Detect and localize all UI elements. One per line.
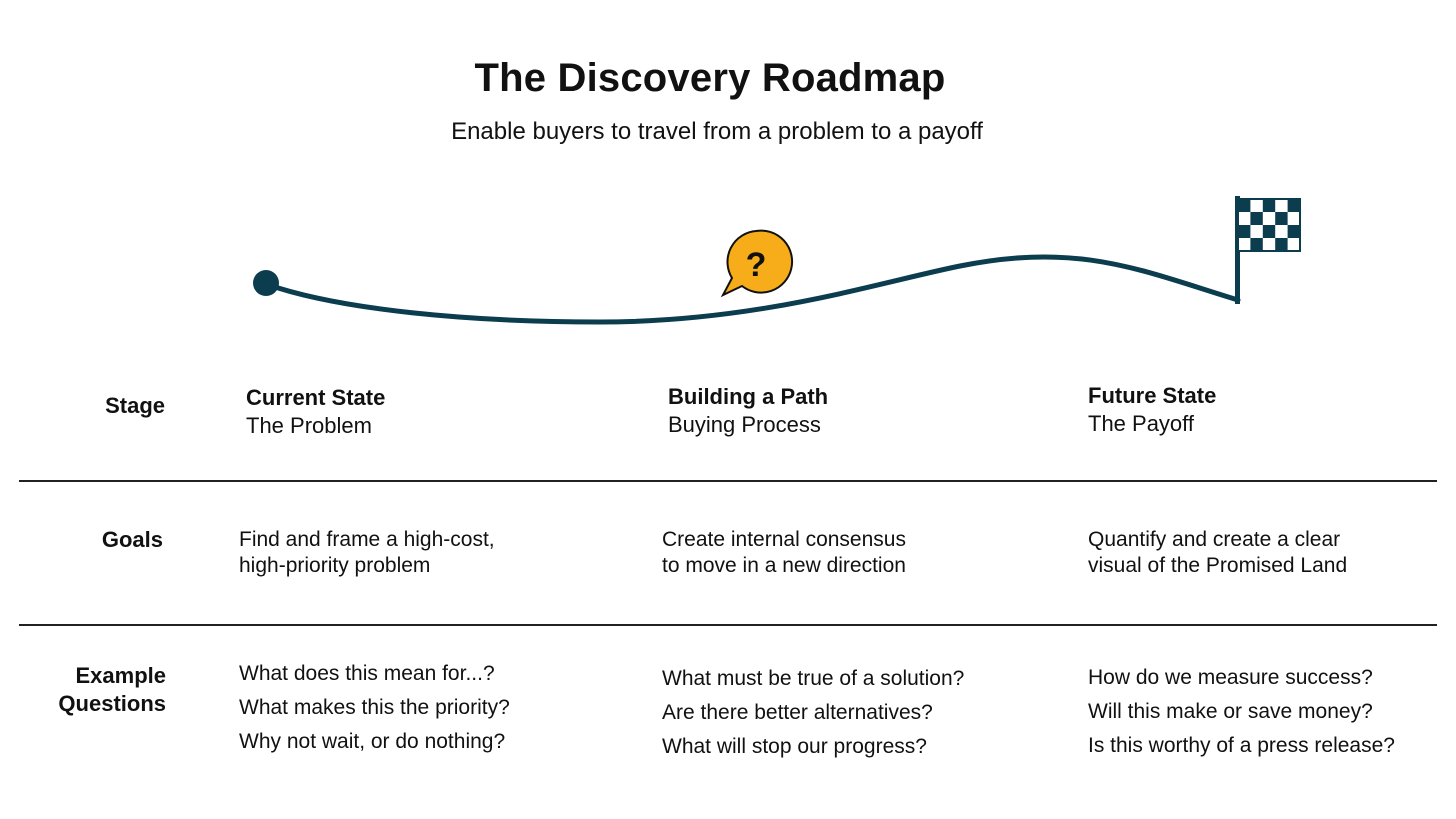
flag-checks [1238,199,1300,251]
row-label-stage: Stage [105,393,165,418]
divider-2 [19,624,1437,626]
question-1-3: Why not wait, or do nothing? [239,730,506,753]
flag-check-square [1262,225,1276,238]
checkered-flag-icon [1235,196,1301,304]
road-path [263,254,1241,325]
goal-2-line-1: Create internal consensus [662,528,906,551]
start-dot-icon [253,270,279,296]
question-3-1: How do we measure success? [1088,666,1373,689]
flag-check-square [1275,212,1288,225]
question-1-1: What does this mean for...? [239,662,495,685]
flag-check-square [1238,199,1251,212]
question-2-1: What must be true of a solution? [662,667,965,690]
question-bubble-shape [720,229,794,298]
divider-1 [19,480,1437,482]
flag-check-square [1250,212,1263,225]
question-3-2: Will this make or save money? [1088,700,1373,723]
goal-1-line-2: high-priority problem [239,554,431,577]
stage-3-subtitle: The Payoff [1088,411,1194,436]
goal-3-line-2: visual of the Promised Land [1088,554,1348,577]
page-title: The Discovery Roadmap [474,56,946,100]
stage-1-title: Current State [246,385,386,410]
flag-check-square [1250,238,1263,251]
question-1-2: What makes this the priority? [239,696,510,719]
question-2-2: Are there better alternatives? [662,701,933,724]
goal-2-line-2: to move in a new direction [662,554,906,577]
row-label-questions-line1: Example [75,663,167,688]
row-label-goals: Goals [101,527,163,552]
stage-2-title: Building a Path [668,384,829,409]
question-bubble-icon: ? [720,229,794,298]
page-subtitle: Enable buyers to travel from a problem t… [451,118,983,145]
stage-2-subtitle: Buying Process [668,412,821,437]
question-mark: ? [746,246,767,284]
flag-check-square [1287,199,1300,212]
flag-check-square [1275,238,1288,251]
goal-3-line-1: Quantify and create a clear [1088,528,1341,551]
roadmap-illustration: ? [253,196,1301,325]
flag-check-square [1238,225,1251,238]
stage-3-title: Future State [1088,383,1217,408]
question-3-3: Is this worthy of a press release? [1088,734,1395,757]
row-label-questions-line2: Questions [58,691,166,716]
flag-check-square [1262,199,1276,212]
question-2-3: What will stop our progress? [662,735,927,758]
goal-1-line-1: Find and frame a high-cost, [239,528,495,551]
flag-check-square [1287,225,1300,238]
stage-1-subtitle: The Problem [246,413,372,438]
